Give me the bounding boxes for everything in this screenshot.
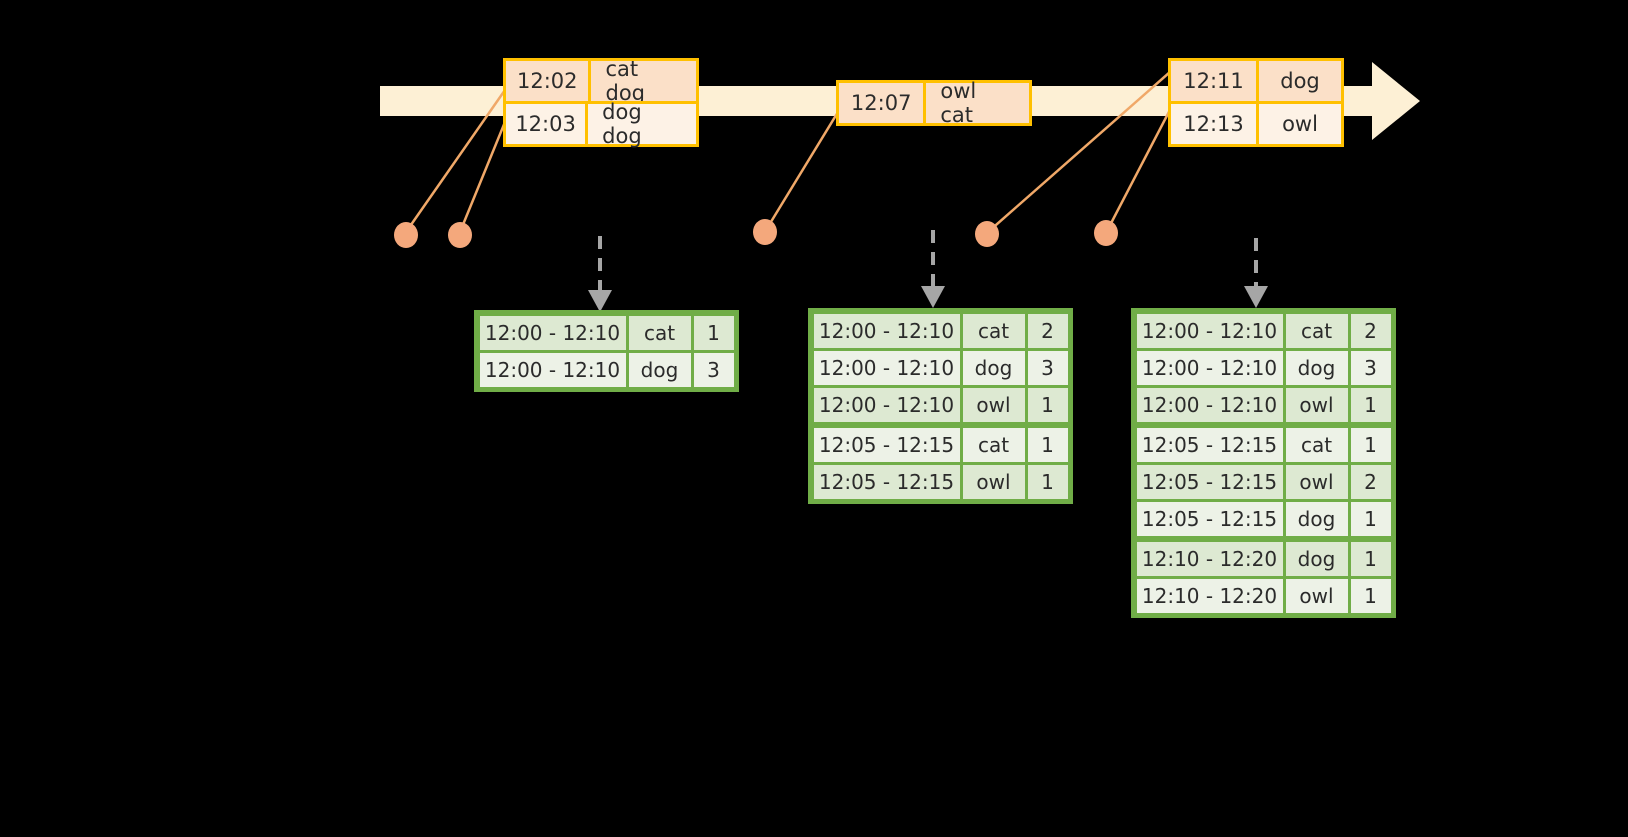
event-box-2[interactable]: 12:07 owl cat	[836, 79, 1032, 127]
window-cell: 12:05 - 12:15	[1136, 464, 1283, 499]
event-dot-5	[1094, 220, 1118, 246]
count-cell: 2	[1350, 313, 1391, 348]
event-row[interactable]: 12:07 owl cat	[839, 79, 1029, 127]
window-cell: 12:00 - 12:10	[813, 387, 960, 422]
count-cell: 1	[693, 315, 734, 350]
event-time: 12:13	[1171, 104, 1259, 144]
word-cell: cat	[1285, 427, 1348, 462]
word-cell: cat	[962, 313, 1025, 348]
window-cell: 12:00 - 12:10	[479, 315, 626, 350]
event-time: 12:11	[1171, 61, 1259, 101]
count-cell: 1	[1350, 578, 1391, 613]
window-cell: 12:05 - 12:15	[1136, 501, 1283, 536]
event-words: dog dog	[588, 100, 696, 148]
window-cell: 12:00 - 12:10	[1136, 350, 1283, 385]
event-row[interactable]: 12:02 cat dog	[506, 57, 696, 105]
event-box-1[interactable]: 12:02 cat dog 12:03 dog dog	[503, 57, 699, 148]
count-cell: 3	[1350, 350, 1391, 385]
window-cell: 12:00 - 12:10	[813, 313, 960, 348]
count-cell: 1	[1027, 387, 1068, 422]
event-dot-1	[394, 222, 418, 248]
connector-line-2	[458, 121, 507, 233]
event-words: owl	[1259, 104, 1341, 144]
count-cell: 1	[1350, 541, 1391, 576]
count-cell: 1	[1027, 427, 1068, 462]
connector-line-3	[764, 111, 840, 231]
word-cell: owl	[962, 387, 1025, 422]
event-dot-4	[975, 221, 999, 247]
word-cell: owl	[1285, 387, 1348, 422]
event-dot-2	[448, 222, 472, 248]
window-cell: 12:00 - 12:10	[1136, 313, 1283, 348]
word-cell: dog	[1285, 541, 1348, 576]
connector-line-5	[1105, 105, 1174, 232]
word-cell: dog	[1285, 350, 1348, 385]
word-cell: cat	[962, 427, 1025, 462]
count-cell: 1	[1350, 427, 1391, 462]
window-cell: 12:00 - 12:10	[1136, 387, 1283, 422]
count-cell: 2	[1027, 313, 1068, 348]
word-cell: dog	[628, 352, 691, 387]
connector-line-1	[404, 89, 507, 233]
count-cell: 3	[1027, 350, 1068, 385]
dashed-arrow-head-2	[921, 286, 945, 308]
word-cell: cat	[628, 315, 691, 350]
count-cell: 3	[693, 352, 734, 387]
word-cell: owl	[1285, 464, 1348, 499]
count-cell: 2	[1350, 464, 1391, 499]
event-time: 12:07	[839, 83, 927, 123]
event-box-3[interactable]: 12:11 dog 12:13 owl	[1168, 58, 1344, 147]
event-row[interactable]: 12:03 dog dog	[506, 100, 696, 148]
event-words: dog	[1259, 61, 1341, 101]
event-time: 12:03	[506, 104, 589, 144]
window-cell: 12:10 - 12:20	[1136, 541, 1283, 576]
event-words: cat dog	[591, 57, 696, 105]
count-cell: 1	[1027, 464, 1068, 499]
word-cell: owl	[962, 464, 1025, 499]
event-time: 12:02	[506, 61, 592, 101]
window-cell: 12:05 - 12:15	[813, 427, 960, 462]
event-words: owl cat	[926, 79, 1029, 127]
dashed-arrow-head-3	[1244, 286, 1268, 308]
word-cell: dog	[962, 350, 1025, 385]
word-cell: owl	[1285, 578, 1348, 613]
count-cell: 1	[1350, 501, 1391, 536]
event-row[interactable]: 12:11 dog	[1171, 61, 1341, 101]
window-cell: 12:00 - 12:10	[813, 350, 960, 385]
window-cell: 12:10 - 12:20	[1136, 578, 1283, 613]
dashed-arrow-head-1	[588, 290, 612, 312]
window-cell: 12:00 - 12:10	[479, 352, 626, 387]
window-cell: 12:05 - 12:15	[1136, 427, 1283, 462]
count-cell: 1	[1350, 387, 1391, 422]
window-cell: 12:05 - 12:15	[813, 464, 960, 499]
event-dot-3	[753, 219, 777, 245]
word-cell: cat	[1285, 313, 1348, 348]
event-row[interactable]: 12:13 owl	[1171, 101, 1341, 144]
word-cell: dog	[1285, 501, 1348, 536]
